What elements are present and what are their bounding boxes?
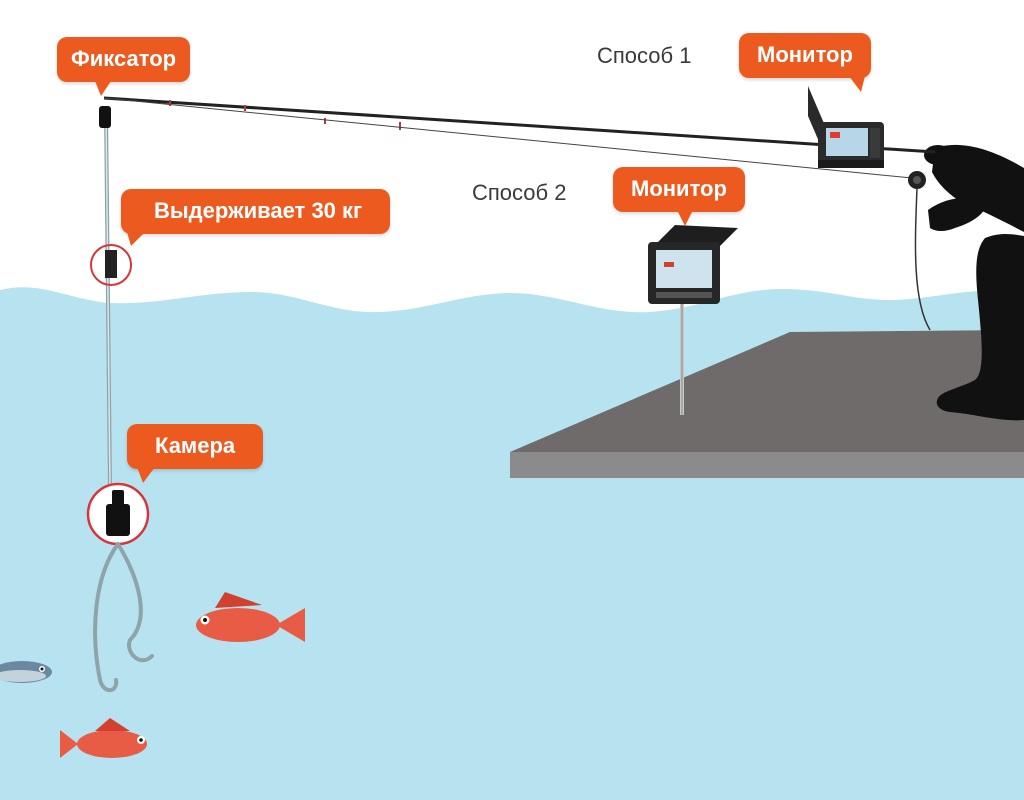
person-silhouette [924, 144, 1024, 421]
camera-icon [106, 490, 130, 536]
method-1-label: Способ 1 [597, 43, 692, 68]
fish-icon [196, 592, 305, 642]
monitor-icon [648, 225, 738, 415]
monitor-icon [808, 86, 884, 168]
holds-weight-label: Выдерживает 30 кг [121, 189, 391, 246]
method-2-label: Способ 2 [472, 180, 567, 205]
hook-icon [93, 542, 154, 693]
fixator-label-text: Фиксатор [71, 46, 177, 71]
fish-icon [60, 718, 147, 758]
monitor-2-label: Монитор [613, 167, 745, 226]
monitor-1-label: Монитор [739, 33, 871, 92]
camera-label: Камера [127, 424, 264, 483]
monitor-2-label-text: Монитор [631, 176, 727, 201]
load-highlight-circle [90, 244, 132, 286]
ice-surface [510, 330, 1024, 452]
monitor-1-label-text: Монитор [757, 42, 853, 67]
fishing-rod [103, 96, 936, 154]
camera-label-text: Камера [155, 433, 236, 458]
fixator-clamp [99, 106, 111, 128]
fishing-line [103, 97, 913, 179]
reel-icon [908, 171, 926, 189]
fish-icon [0, 661, 52, 683]
camera-cable [914, 187, 931, 331]
holds-weight-label-text: Выдерживает 30 кг [154, 198, 363, 223]
ice-edge [510, 452, 1024, 478]
fixator-label: Фиксатор [57, 37, 191, 96]
